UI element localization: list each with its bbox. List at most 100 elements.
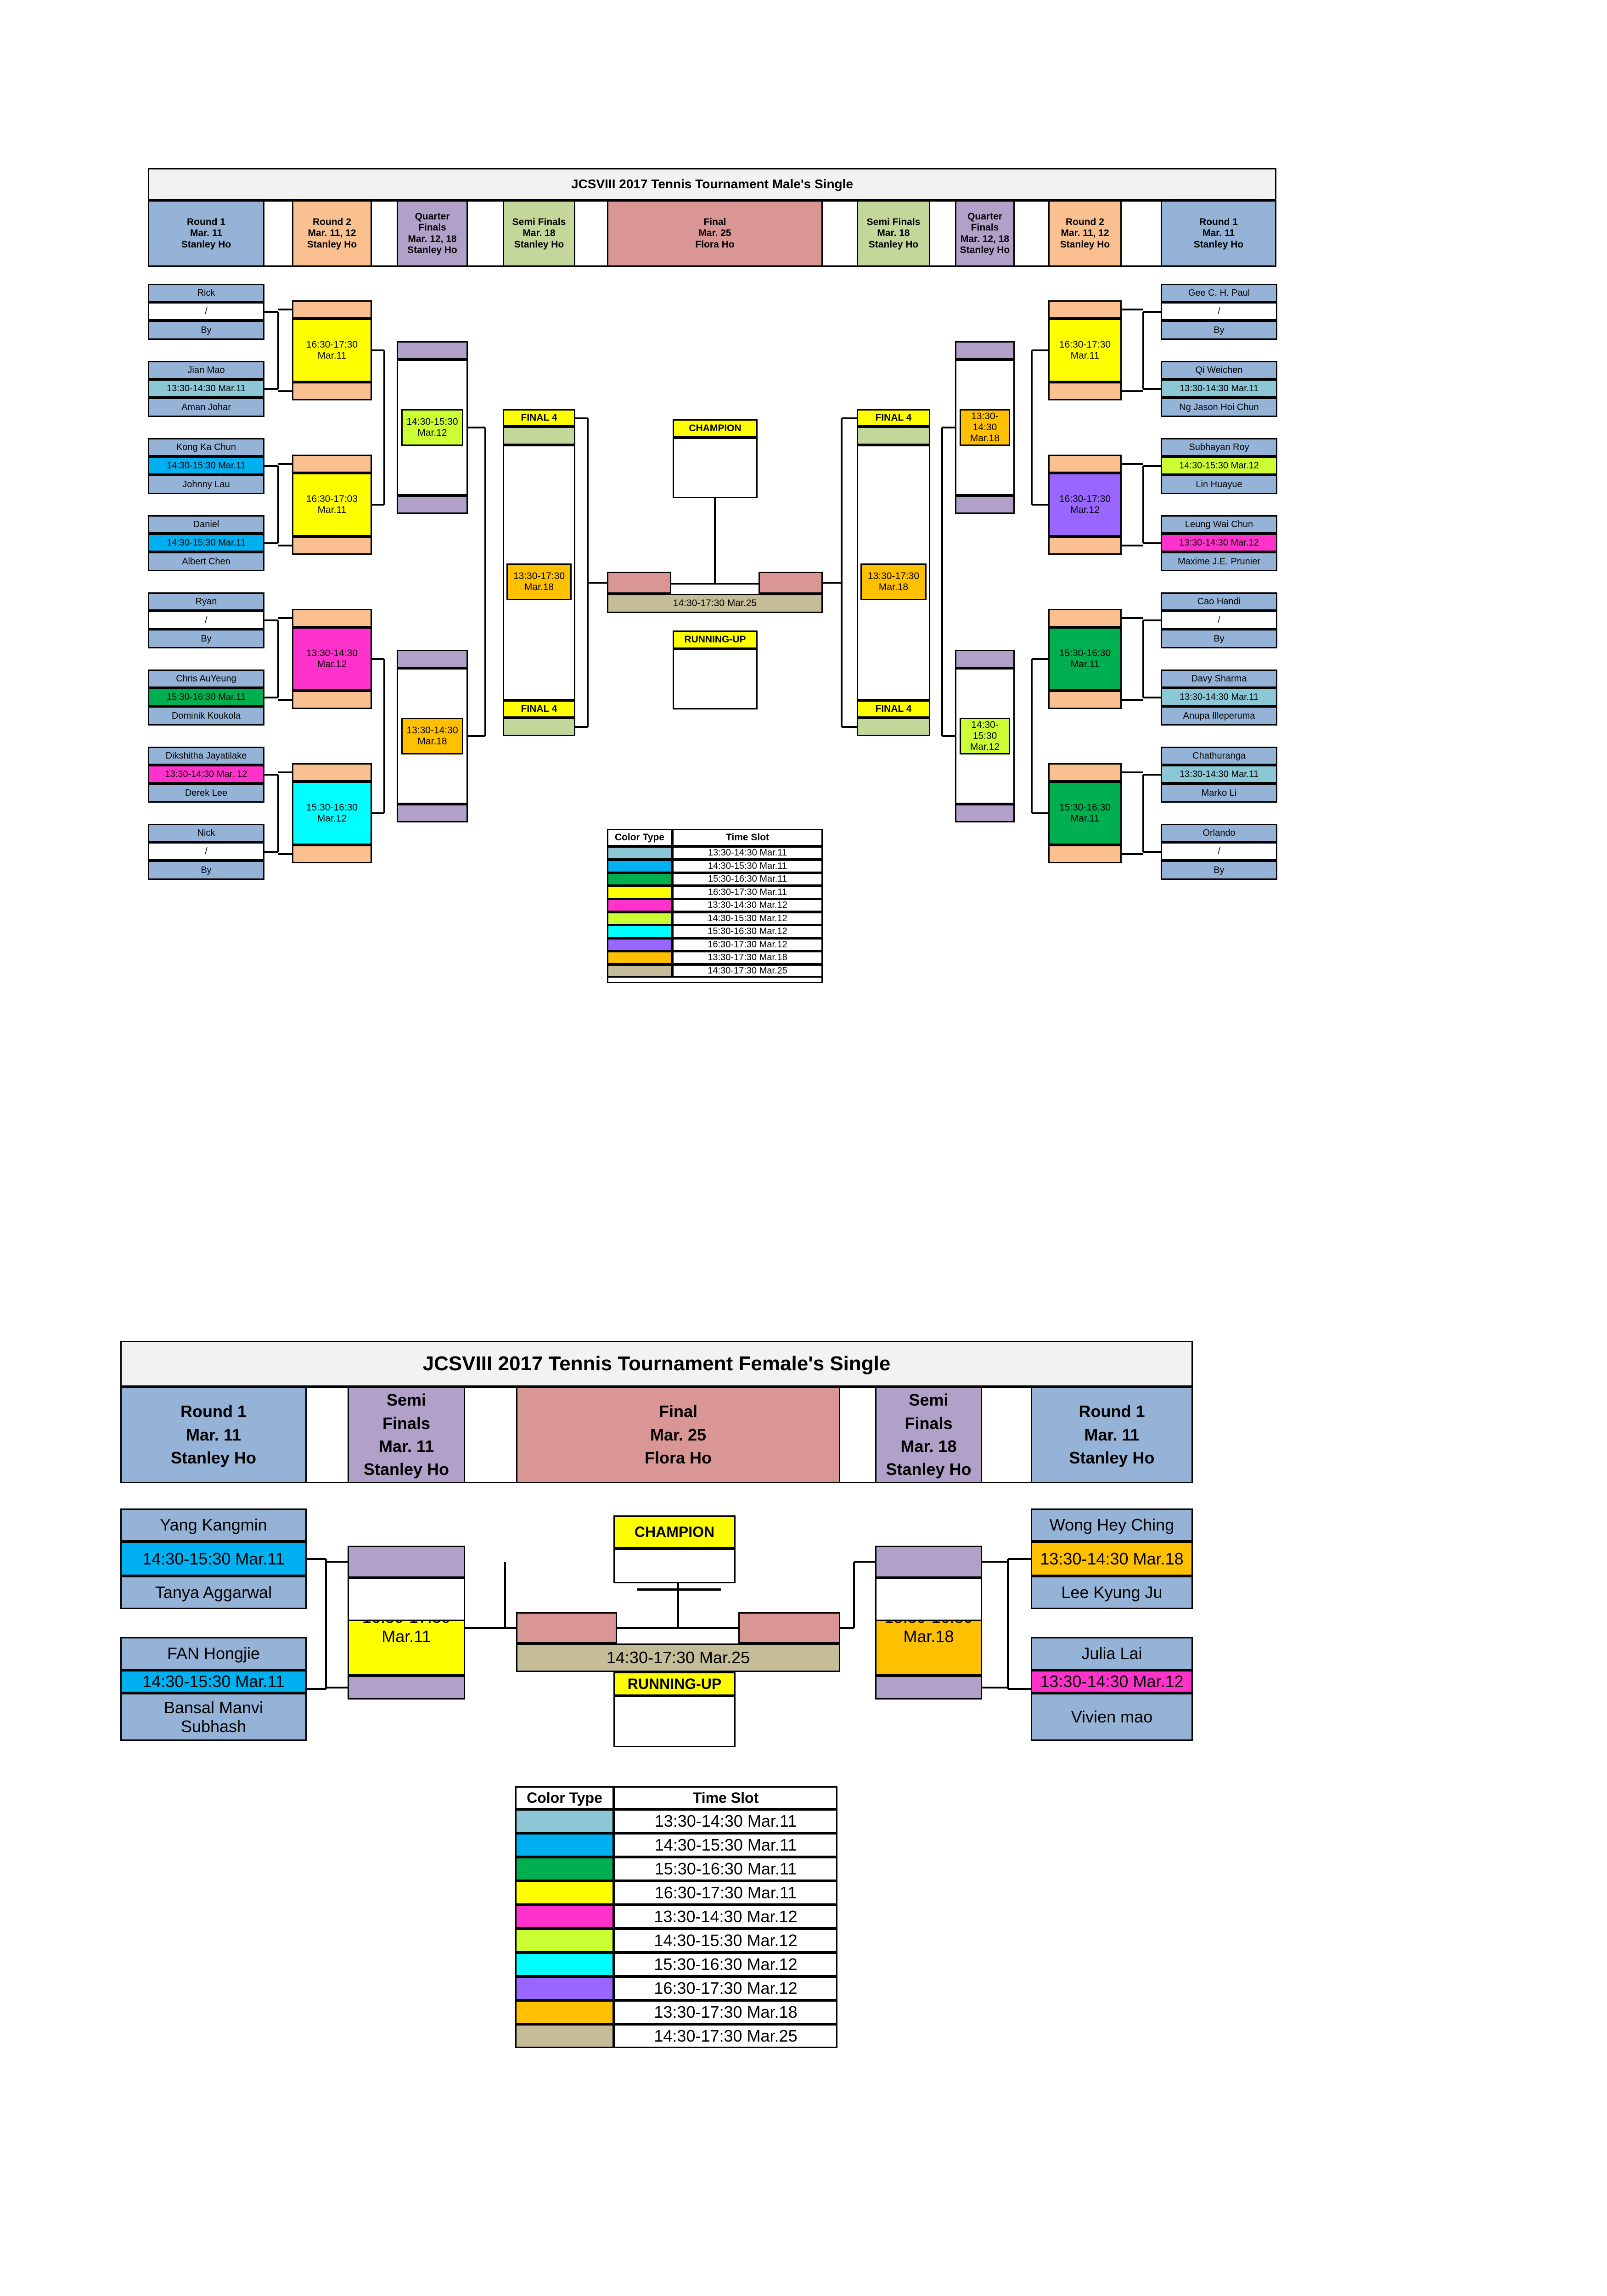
bracket-line — [484, 428, 486, 736]
header-quarterfinals-right-line: Quarter — [967, 211, 1002, 222]
f-header-round1-left-line: Round 1 — [180, 1402, 247, 1421]
running-up-label-text: RUNNING-UP — [627, 1675, 722, 1692]
legend-slot-text: 14:30-17:30 Mar.25 — [654, 2026, 798, 2046]
player-name: Subhash — [180, 1717, 247, 1736]
legend-swatch — [607, 899, 672, 912]
r1-match-right-2-slot: 13:30-14:30 Mar.11 — [1161, 379, 1277, 398]
r2-match-left-4-top — [292, 763, 372, 782]
f-sf-left-inner — [348, 1578, 465, 1621]
bracket-line — [1007, 1559, 1009, 1689]
r2-match-left-1-bottom — [292, 382, 372, 400]
f-header-semifinals-right-line: Semi — [909, 1390, 949, 1410]
header-quarterfinals-left-line: Mar. 12, 18 — [408, 233, 457, 244]
bracket-line — [325, 1559, 327, 1689]
player-name: Qi Weichen — [1195, 365, 1243, 375]
sf-match-left-final4-top: FINAL 4 — [503, 409, 575, 427]
male-legend-header-slot: Time Slot — [672, 829, 823, 846]
f-header-round1-right-line: Round 1 — [1079, 1402, 1145, 1421]
header-round1-right-line: Stanley Ho — [1193, 239, 1244, 250]
match-time-slot: 14:30-15:30 Mar.11 — [142, 1549, 285, 1568]
r2-match-right-2-bottom — [1048, 536, 1122, 555]
final-slot-left — [607, 572, 671, 594]
bracket-line — [307, 1558, 326, 1560]
match-time-slot: 13:30-14:30 Mar.12 — [1179, 537, 1259, 548]
match-time-slot: 13:30-14:30 Mar.11 — [1180, 769, 1259, 779]
legend-swatch — [607, 912, 672, 925]
r2-match-right-1-bottom — [1048, 382, 1122, 400]
r2-match-right-3-top — [1048, 609, 1122, 627]
r1-match-right-5-player2: By — [1161, 629, 1277, 648]
male-title-bar: JCSVIII 2017 Tennis Tournament Male's Si… — [148, 168, 1276, 200]
r1-match-left-3-player2: Johnny Lau — [148, 475, 264, 494]
player-name: Lee Kyung Ju — [1061, 1583, 1163, 1602]
qf-match-right-2-bottom — [955, 804, 1015, 822]
header-round2-left-line: Mar. 11, 12 — [308, 228, 356, 239]
legend-slot-text: 13:30-14:30 Mar.11 — [654, 1812, 797, 1831]
bracket-line — [1122, 463, 1143, 465]
bracket-line — [1032, 812, 1048, 814]
legend-slot-text: 16:30-17:30 Mar.11 — [654, 1883, 797, 1902]
match-time-slot: / — [205, 306, 208, 316]
bracket-line — [1122, 390, 1143, 392]
player-name: Yang Kangmin — [160, 1515, 267, 1535]
legend-swatch — [607, 964, 672, 978]
player-name: Subhayan Roy — [1189, 442, 1249, 452]
r1-match-right-4-slot: 13:30-14:30 Mar.12 — [1161, 534, 1277, 552]
legend-slot-text: 16:30-17:30 Mar.11 — [708, 887, 787, 897]
bracket-line — [1122, 853, 1143, 855]
legend-slot-text: 14:30-15:30 Mar.11 — [708, 861, 787, 871]
match-time: 15:30-16:30 — [306, 802, 358, 813]
bracket-line — [617, 1626, 738, 1629]
header-round2-right-line: Mar. 11, 12 — [1061, 228, 1109, 239]
r1-match-left-4-player1: Daniel — [148, 515, 264, 534]
legend-swatch — [607, 938, 672, 951]
r2-match-left-3-bottom — [292, 691, 372, 709]
f-header-final-line: Mar. 25 — [650, 1425, 707, 1444]
f-final-time-slot: 14:30-17:30 Mar.25 — [516, 1643, 840, 1672]
final4-label: FINAL 4 — [875, 703, 912, 714]
r1-match-right-1-player2: By — [1161, 321, 1277, 340]
r1-match-right-5-slot: / — [1161, 611, 1277, 629]
match-date: Mar.12 — [417, 428, 447, 438]
bracket-line — [588, 582, 607, 584]
legend-swatch — [515, 1809, 614, 1833]
r1-match-right-5-player1: Cao Handi — [1161, 592, 1277, 611]
match-time-slot: / — [1218, 846, 1220, 856]
r1-match-right-3-player1: Subhayan Roy — [1161, 438, 1277, 456]
player-name: Julia Lai — [1081, 1644, 1142, 1663]
player-name: Wong Hey Ching — [1049, 1515, 1174, 1535]
legend-slot-text: 13:30-14:30 Mar.11 — [708, 848, 787, 858]
f-header-round1-right-line: Stanley Ho — [1069, 1448, 1155, 1468]
player-name: By — [201, 633, 212, 644]
player-name: Tanya Aggarwal — [155, 1583, 272, 1602]
legend-swatch — [607, 885, 672, 899]
r2-match-right-3-bottom — [1048, 691, 1122, 709]
match-time: 15:30-16:30 — [1059, 647, 1111, 658]
r1-match-left-5-player2: By — [148, 629, 264, 648]
f-running-up-box — [613, 1696, 736, 1747]
bracket-line — [468, 427, 485, 428]
bracket-line — [842, 726, 857, 728]
bracket-line — [854, 1561, 875, 1563]
match-time: 16:30-17:30 — [306, 339, 358, 350]
player-name: Orlando — [1202, 827, 1236, 838]
f-header-round1-left-line: Mar. 11 — [185, 1425, 242, 1444]
match-time-slot: 13:30-14:30 Mar. 12 — [165, 769, 247, 779]
legend-row-slot: 15:30-16:30 Mar.11 — [614, 1857, 837, 1881]
header-final-line: Mar. 25 — [698, 228, 731, 239]
legend-slot-text: 15:30-16:30 Mar.12 — [654, 1955, 798, 1974]
f-header-final-line: Flora Ho — [644, 1448, 712, 1468]
legend-swatch — [515, 2024, 614, 2048]
player-name: Dominik Koukola — [171, 710, 241, 721]
player-name: By — [1214, 325, 1225, 335]
bracket-line — [1122, 617, 1143, 619]
match-date: Mar.11 — [1070, 659, 1100, 670]
